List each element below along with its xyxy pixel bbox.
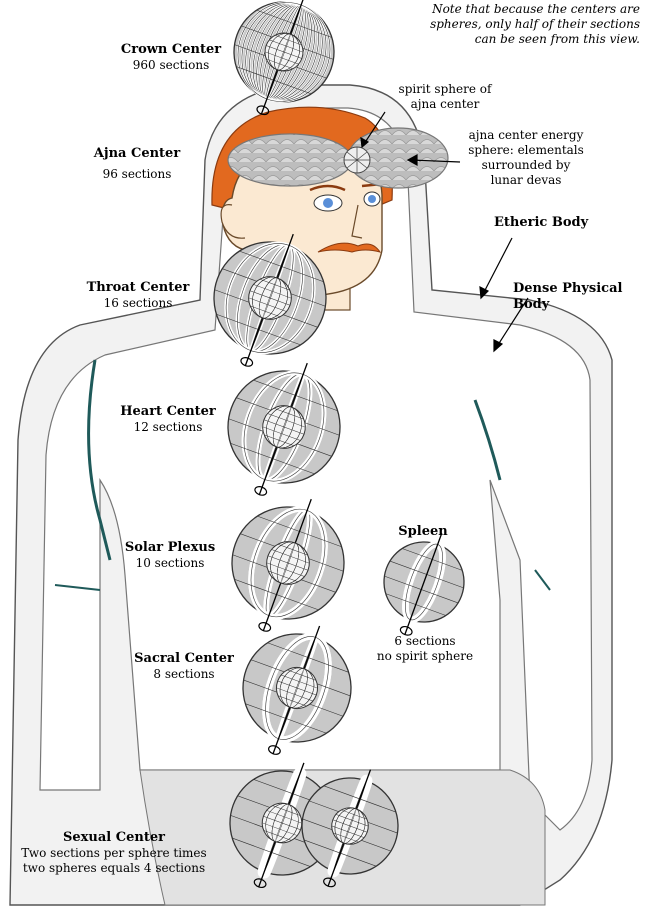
- sacral-center-sphere: [242, 625, 352, 755]
- etheric-body-label: Etheric Body: [494, 215, 589, 230]
- solar-plexus-sphere: [231, 498, 345, 632]
- eye-right: [368, 195, 376, 203]
- arm-crease-right: [473, 399, 502, 481]
- spirit-sphere-label: spirit sphere of ajna center: [398, 82, 492, 111]
- view-note: Note that because the centers are sphere…: [430, 2, 640, 46]
- sacral-center-label: Sacral Center 8 sections: [134, 651, 234, 682]
- arm-crease-left: [87, 359, 112, 561]
- heart-center-sphere: [227, 362, 341, 496]
- pointer-arrows: [360, 111, 529, 353]
- spleen-label: Spleen: [398, 524, 448, 539]
- heart-center-label: Heart Center 12 sections: [120, 404, 216, 435]
- solar-plexus-label: Solar Plexus 10 sections: [124, 540, 216, 571]
- throat-center-sphere: [213, 233, 327, 367]
- mustache: [317, 242, 382, 253]
- crown-center-label: Crown Center 960 sections: [120, 42, 222, 73]
- spleen-sphere: [383, 532, 465, 636]
- spleen-sections-label: 6 sections no spirit sphere: [376, 634, 474, 663]
- ajna-spirit-sphere: [343, 146, 371, 174]
- ajna-center-label: Ajna Center 96 sections: [93, 146, 181, 182]
- sexual-center-sphere-right: [301, 769, 399, 888]
- ajna-energy-label: ajna center energy sphere: elementals su…: [468, 128, 584, 187]
- sexual-center-label: Sexual Center Two sections per sphere ti…: [21, 830, 207, 876]
- crown-center-sphere: [233, 0, 335, 116]
- dense-body-label: Dense Physical Body: [513, 281, 623, 313]
- eye-left: [323, 198, 333, 208]
- throat-center-label: Throat Center 16 sections: [86, 280, 190, 311]
